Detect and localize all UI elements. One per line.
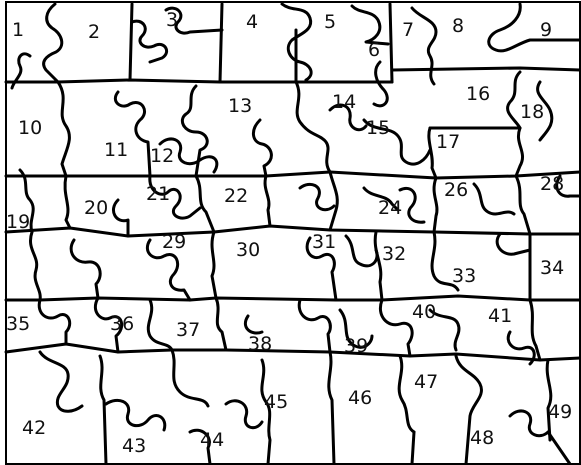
piece-number-37: 37 xyxy=(176,319,200,341)
piece-number-29: 29 xyxy=(162,231,186,253)
piece-number-10: 10 xyxy=(18,117,42,139)
piece-number-46: 46 xyxy=(348,387,372,409)
piece-number-39: 39 xyxy=(344,335,368,357)
piece-number-30: 30 xyxy=(236,239,260,261)
piece-number-43: 43 xyxy=(122,435,146,457)
piece-number-26: 26 xyxy=(444,179,468,201)
piece-number-14: 14 xyxy=(332,91,356,113)
piece-number-12: 12 xyxy=(150,145,174,167)
piece-number-19: 19 xyxy=(6,211,30,233)
piece-number-33: 33 xyxy=(452,265,476,287)
piece-number-24: 24 xyxy=(378,197,402,219)
piece-number-28: 28 xyxy=(540,173,564,195)
piece-number-35: 35 xyxy=(6,313,30,335)
piece-number-34: 34 xyxy=(540,257,564,279)
piece-number-20: 20 xyxy=(84,197,108,219)
piece-number-38: 38 xyxy=(248,333,272,355)
piece-number-4: 4 xyxy=(246,11,258,33)
piece-number-13: 13 xyxy=(228,95,252,117)
piece-number-48: 48 xyxy=(470,427,494,449)
piece-number-31: 31 xyxy=(312,231,336,253)
piece-number-11: 11 xyxy=(104,139,128,161)
piece-number-15: 15 xyxy=(366,117,390,139)
piece-number-17: 17 xyxy=(436,131,460,153)
piece-number-21: 21 xyxy=(146,183,170,205)
piece-number-41: 41 xyxy=(488,305,512,327)
piece-number-49: 49 xyxy=(548,401,572,423)
piece-number-22: 22 xyxy=(224,185,248,207)
piece-number-45: 45 xyxy=(264,391,288,413)
piece-number-8: 8 xyxy=(452,15,464,37)
piece-number-9: 9 xyxy=(540,19,552,41)
piece-number-32: 32 xyxy=(382,243,406,265)
piece-number-6: 6 xyxy=(368,39,380,61)
piece-number-18: 18 xyxy=(520,101,544,123)
piece-number-1: 1 xyxy=(12,19,24,41)
piece-number-16: 16 xyxy=(466,83,490,105)
piece-number-47: 47 xyxy=(414,371,438,393)
piece-number-3: 3 xyxy=(166,9,178,31)
piece-number-36: 36 xyxy=(110,313,134,335)
piece-number-5: 5 xyxy=(324,11,336,33)
piece-number-42: 42 xyxy=(22,417,46,439)
piece-number-2: 2 xyxy=(88,21,100,43)
piece-number-44: 44 xyxy=(200,429,224,451)
piece-number-7: 7 xyxy=(402,19,414,41)
piece-number-40: 40 xyxy=(412,301,436,323)
